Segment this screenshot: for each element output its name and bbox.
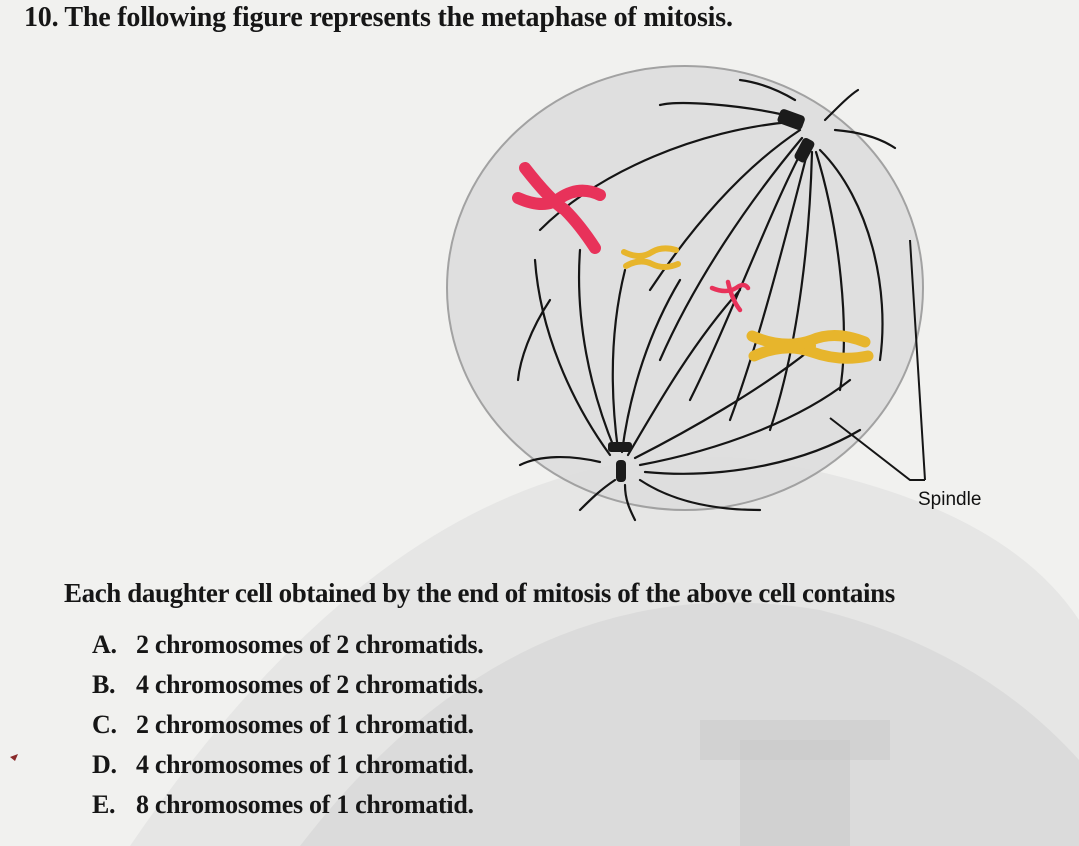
top-centrosome bbox=[777, 109, 815, 163]
spindle-label: Spindle bbox=[918, 489, 982, 510]
option-text: 4 chromosomes of 1 chromatid. bbox=[136, 750, 474, 779]
option-text: 8 chromosomes of 1 chromatid. bbox=[136, 790, 474, 819]
option-letter: E. bbox=[92, 790, 116, 819]
answer-options: A. 2 chromosomes of 2 chromatids. B. 4 chr… bbox=[92, 628, 484, 828]
option-a[interactable]: A. 2 chromosomes of 2 chromatids. bbox=[92, 628, 484, 668]
option-b[interactable]: B. 4 chromosomes of 2 chromatids. bbox=[92, 668, 484, 708]
spindle-pointer bbox=[829, 239, 926, 481]
question-number: 10. bbox=[24, 2, 59, 33]
option-c[interactable]: C. 2 chromosomes of 1 chromatid. bbox=[92, 708, 484, 748]
mitosis-metaphase-figure bbox=[446, 65, 926, 522]
option-text: 2 chromosomes of 1 chromatid. bbox=[136, 710, 474, 739]
question-text: The following figure represents the meta… bbox=[64, 2, 733, 33]
option-d[interactable]: D. 4 chromosomes of 1 chromatid. bbox=[92, 748, 484, 788]
option-letter: D. bbox=[92, 750, 117, 779]
chromosome-large-yellow bbox=[746, 330, 874, 364]
chromosome-small-red bbox=[709, 279, 751, 313]
option-text: 4 chromosomes of 2 chromatids. bbox=[136, 670, 484, 699]
question-stem: Each daughter cell obtained by the end o… bbox=[64, 578, 895, 608]
chromosome-large-red bbox=[512, 162, 606, 254]
option-e[interactable]: E. 8 chromosomes of 1 chromatid. bbox=[92, 788, 484, 828]
option-letter: A. bbox=[92, 630, 117, 659]
question-title: 10.The following figure represents the m… bbox=[24, 2, 733, 34]
bottom-centrosome bbox=[608, 442, 632, 482]
option-letter: C. bbox=[92, 710, 117, 739]
option-text: 2 chromosomes of 2 chromatids. bbox=[136, 630, 484, 659]
option-letter: B. bbox=[92, 670, 116, 699]
margin-mark-icon bbox=[10, 754, 18, 761]
chromosome-small-yellow bbox=[621, 245, 681, 270]
cell-membrane bbox=[446, 65, 924, 511]
